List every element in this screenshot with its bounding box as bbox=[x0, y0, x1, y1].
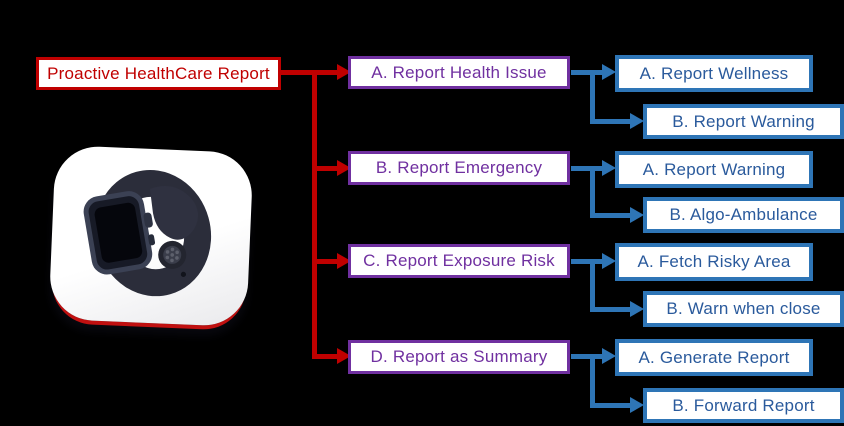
arrowhead-blue-2b bbox=[630, 207, 644, 223]
arrowhead-red-b bbox=[337, 160, 351, 176]
leaf-node-generate-report: A. Generate Report bbox=[615, 339, 813, 376]
arrowhead-blue-1a bbox=[602, 64, 616, 80]
leaf-label: A. Generate Report bbox=[638, 347, 790, 367]
connector-red-stem bbox=[279, 70, 316, 75]
branch-node-summary: D. Report as Summary bbox=[348, 340, 570, 374]
leaf-label: A. Fetch Risky Area bbox=[637, 252, 791, 271]
arrowhead-blue-3b bbox=[630, 301, 644, 317]
branch-node-health-issue: A. Report Health Issue bbox=[348, 56, 570, 89]
connector-blue-1-drop bbox=[590, 70, 595, 124]
arrowhead-red-d bbox=[337, 348, 351, 364]
connector-blue-2b bbox=[590, 213, 631, 218]
connector-blue-2-drop bbox=[590, 166, 595, 218]
leaf-label: A. Report Warning bbox=[642, 159, 786, 179]
branch-label: D. Report as Summary bbox=[370, 347, 548, 366]
leaf-label: B. Warn when close bbox=[666, 299, 821, 318]
arrowhead-blue-4a bbox=[602, 348, 616, 364]
connector-blue-1a bbox=[571, 70, 603, 75]
leaf-label: B. Report Warning bbox=[672, 111, 815, 131]
connector-blue-3b bbox=[590, 307, 631, 312]
connector-blue-2a bbox=[571, 166, 603, 171]
leaf-node-report-warning-1: B. Report Warning bbox=[643, 104, 844, 139]
connector-red-trunk bbox=[312, 70, 317, 359]
leaf-node-report-warning-2: A. Report Warning bbox=[615, 151, 813, 188]
leaf-node-warn-when-close: B. Warn when close bbox=[643, 291, 844, 327]
connector-red-branch-b bbox=[312, 166, 339, 171]
connector-blue-4b bbox=[590, 403, 631, 408]
connector-blue-4-drop bbox=[590, 354, 595, 408]
leaf-node-report-wellness: A. Report Wellness bbox=[615, 55, 813, 92]
connector-red-branch-d bbox=[312, 354, 339, 359]
branch-node-exposure-risk: C. Report Exposure Risk bbox=[348, 244, 570, 278]
branch-label: C. Report Exposure Risk bbox=[363, 251, 555, 270]
arrowhead-red-c bbox=[337, 253, 351, 269]
leaf-label: B. Forward Report bbox=[672, 395, 815, 415]
root-label: Proactive HealthCare Report bbox=[47, 63, 270, 83]
leaf-node-fetch-risky-area: A. Fetch Risky Area bbox=[615, 243, 813, 281]
root-node: Proactive HealthCare Report bbox=[36, 57, 281, 90]
branch-label: B. Report Emergency bbox=[375, 158, 543, 177]
connector-blue-3-drop bbox=[590, 259, 595, 312]
leaf-label: A. Report Wellness bbox=[639, 63, 789, 83]
connector-red-branch-c bbox=[312, 259, 339, 264]
arrowhead-blue-2a bbox=[602, 160, 616, 176]
connector-blue-1b bbox=[590, 119, 631, 124]
smartwatch-icon bbox=[83, 169, 212, 297]
leaf-node-algo-ambulance: B. Algo-Ambulance bbox=[643, 197, 844, 233]
connector-blue-4a bbox=[571, 354, 603, 359]
arrowhead-blue-3a bbox=[602, 253, 616, 269]
branch-label: A. Report Health Issue bbox=[371, 62, 547, 82]
connector-blue-3a bbox=[571, 259, 603, 264]
leaf-node-forward-report: B. Forward Report bbox=[643, 388, 844, 423]
arrowhead-blue-1b bbox=[630, 113, 644, 129]
smartwatch-image-card bbox=[48, 144, 254, 328]
leaf-label: B. Algo-Ambulance bbox=[669, 205, 818, 224]
arrowhead-blue-4b bbox=[630, 397, 644, 413]
connector-red-branch-a bbox=[312, 70, 339, 75]
arrowhead-red-a bbox=[337, 64, 351, 80]
branch-node-emergency: B. Report Emergency bbox=[348, 151, 570, 185]
